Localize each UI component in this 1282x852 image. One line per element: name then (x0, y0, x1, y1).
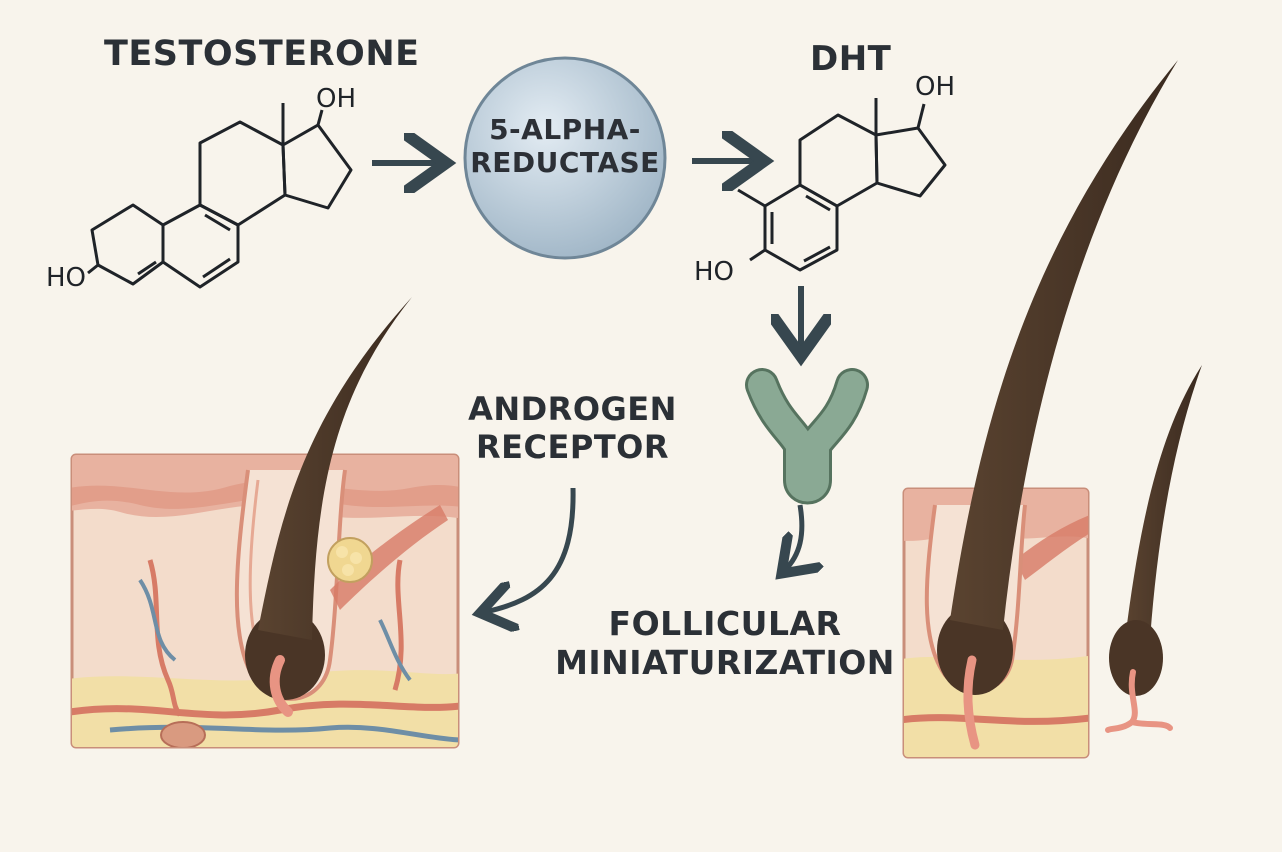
dht-molecule (737, 98, 947, 272)
arrow-to-follicle (485, 487, 576, 612)
testosterone-label: TESTOSTERONE (104, 34, 420, 74)
androgen-receptor-label: ANDROGEN RECEPTOR (468, 390, 677, 466)
arrow-to-miniaturization (785, 504, 802, 570)
normal-follicle-cross-section (70, 297, 460, 749)
miniaturized-follicle-cross-section (902, 60, 1178, 759)
testosterone-ho-label: HO (46, 263, 87, 293)
enzyme-sphere (463, 56, 667, 260)
enzyme-label: 5-ALPHA- REDUCTASE (470, 113, 660, 180)
miniaturized-hair (1105, 365, 1202, 733)
follicular-miniaturization-label: FOLLICULAR MINIATURIZATION (555, 604, 895, 682)
dht-ho-label: HO (694, 257, 735, 287)
dht-oh-label: OH (915, 72, 956, 102)
testosterone-molecule (87, 103, 353, 289)
testosterone-oh-label: OH (316, 84, 357, 114)
dht-label: DHT (810, 39, 892, 79)
